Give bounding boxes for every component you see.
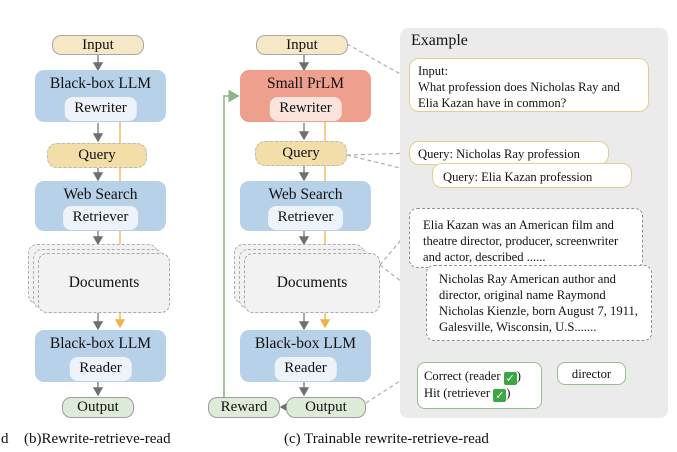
c-reader-block: Black-box LLM Reader (240, 330, 371, 382)
example-doc-1: Elia Kazan was an American film and thea… (409, 208, 643, 268)
example-correct-label: Correct (reader (424, 369, 501, 383)
c-reward-label: Reward (220, 399, 268, 415)
b-rewriter-subtitle: Rewriter (64, 97, 137, 121)
b-rewriter-block: Black-box LLM Rewriter (35, 70, 166, 122)
c-output-label: Output (305, 399, 347, 415)
example-doc-2-text: Nicholas Ray American author and directo… (439, 272, 638, 334)
b-documents-label: Documents (68, 274, 140, 291)
c-output-node: Output (286, 397, 366, 418)
c-query-node: Query (255, 141, 347, 166)
example-input-box: Input: What profession does Nicholas Ray… (409, 58, 649, 112)
b-reader-subtitle: Reader (69, 357, 132, 381)
caption-a-fragment: d (1, 431, 9, 447)
example-input-label: Input: (418, 64, 449, 78)
c-reader-title: Black-box LLM (254, 335, 357, 352)
leader-docs-1 (379, 227, 412, 266)
b-input-node: Input (52, 35, 144, 55)
caption-c: (c) Trainable rewrite-retrieve-read (284, 431, 489, 447)
c-rewriter-subtitle: Rewriter (269, 97, 342, 121)
example-query-2-text: Query: Elia Kazan profession (443, 170, 593, 184)
example-hit-paren: ) (506, 386, 511, 400)
b-output-node: Output (62, 397, 134, 418)
c-input-label: Input (286, 36, 318, 53)
example-eval-box: Correct (reader ✓) Hit (retriever ✓) (417, 362, 542, 409)
c-rewriter-block: Small PrLM Rewriter (240, 70, 371, 122)
b-output-label: Output (77, 399, 119, 415)
c-input-node: Input (256, 35, 348, 55)
leader-input (346, 43, 412, 81)
c-reward-node: Reward (208, 397, 280, 418)
example-query-1-text: Query: Nicholas Ray profession (418, 147, 580, 161)
reward-feedback-arrow (223, 89, 240, 397)
example-answer-box: director (557, 362, 626, 385)
example-correct-paren: ) (516, 369, 521, 383)
b-input-label: Input (82, 36, 114, 53)
b-documents-node: Documents (38, 253, 170, 313)
b-reader-block: Black-box LLM Reader (35, 330, 166, 382)
c-documents-label: Documents (276, 274, 348, 291)
c-retriever-title: Web Search (268, 186, 343, 203)
example-doc-1-text: Elia Kazan was an American film and thea… (423, 218, 619, 264)
c-reader-subtitle: Reader (274, 357, 337, 381)
example-hit-label: Hit (retriever (424, 386, 491, 400)
example-query-1: Query: Nicholas Ray profession (409, 141, 609, 165)
b-retriever-block: Web Search Retriever (35, 181, 166, 231)
b-retriever-title: Web Search (63, 186, 138, 203)
b-rewriter-title: Black-box LLM (49, 75, 152, 92)
b-query-node: Query (47, 143, 147, 168)
b-retriever-subtitle: Retriever (62, 206, 139, 230)
c-query-label: Query (282, 145, 320, 161)
example-title: Example (411, 32, 468, 49)
example-doc-2: Nicholas Ray American author and directo… (426, 265, 652, 341)
example-answer-text: director (571, 367, 612, 381)
c-retriever-block: Web Search Retriever (240, 181, 371, 231)
c-rewriter-title: Small PrLM (266, 75, 345, 92)
example-correct-row: Correct (reader ✓) (424, 368, 535, 385)
c-retriever-subtitle: Retriever (267, 206, 344, 230)
example-input-text: What profession does Nicholas Ray and El… (418, 80, 620, 110)
example-hit-row: Hit (retriever ✓) (424, 385, 535, 402)
check-icon: ✓ (493, 389, 507, 402)
check-icon: ✓ (503, 372, 517, 385)
b-query-label: Query (78, 147, 116, 163)
caption-b: (b)Rewrite-retrieve-read (24, 431, 171, 447)
c-documents-node: Documents (244, 253, 380, 313)
example-query-2: Query: Elia Kazan profession (432, 163, 632, 188)
b-reader-title: Black-box LLM (49, 335, 152, 352)
